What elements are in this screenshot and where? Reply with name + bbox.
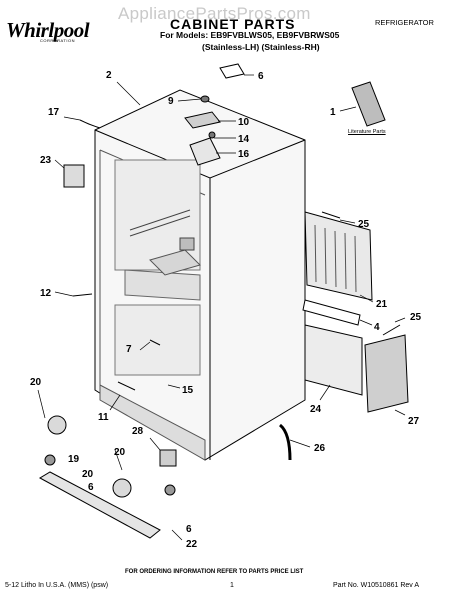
part-21-grille bbox=[314, 224, 357, 293]
watermark: AppliancePartsPros.com bbox=[118, 4, 311, 23]
freezer-opening bbox=[114, 159, 201, 271]
callout-11: 11 bbox=[98, 412, 109, 423]
brand-tagline: CORPORATION bbox=[40, 38, 75, 43]
callout-24: 26 bbox=[314, 443, 326, 454]
callout-2: 2 bbox=[106, 70, 112, 81]
part-16-bracket bbox=[189, 137, 221, 166]
callout-4: 4 bbox=[374, 322, 380, 333]
part-28-block bbox=[159, 449, 177, 467]
callout-16: 16 bbox=[238, 149, 250, 160]
leader-lines bbox=[37, 74, 406, 541]
callout-6-left: 6 bbox=[88, 482, 94, 493]
callout-12: 12 bbox=[40, 288, 52, 299]
fresh-food-opening bbox=[114, 304, 201, 376]
vent-grille bbox=[179, 237, 195, 251]
cabinet-base bbox=[99, 384, 206, 461]
callout-9: 9 bbox=[168, 96, 174, 107]
callout-15: 15 bbox=[182, 385, 194, 396]
callout-14: 14 bbox=[238, 134, 250, 145]
part-14-screw bbox=[208, 131, 216, 139]
callout-17: 17 bbox=[48, 107, 60, 118]
part-20-roller-left bbox=[47, 415, 67, 435]
callout-20-left: 20 bbox=[30, 377, 42, 388]
callout-21: 21 bbox=[376, 299, 388, 310]
part-24-handle bbox=[278, 423, 292, 461]
part-23-module bbox=[63, 164, 85, 188]
callouts: 2 6 1 9 10 14 16 17 23 25 21 12 4 25 24 … bbox=[30, 70, 422, 550]
part-4-strip bbox=[302, 299, 361, 326]
part-27-panel bbox=[364, 334, 409, 413]
part-10-hinge bbox=[184, 111, 221, 129]
part-25-screw-top bbox=[321, 211, 341, 219]
callout-19: 19 bbox=[68, 454, 80, 465]
part-26-cover bbox=[304, 324, 363, 396]
variants-line: (Stainless-LH) (Stainless-RH) bbox=[202, 42, 320, 52]
callout-25-top: 25 bbox=[358, 219, 370, 230]
callout-5: 6 bbox=[258, 71, 264, 82]
page-number: 1 bbox=[230, 582, 234, 589]
callout-27: 27 bbox=[408, 416, 420, 427]
part-25-screw-side bbox=[382, 324, 401, 336]
callout-25-side: 25 bbox=[410, 312, 422, 323]
footer-litho: 5-12 Litho In U.S.A. (MMS) (psw) bbox=[5, 582, 109, 589]
cabinet-drawing bbox=[38, 63, 409, 539]
callout-26: 24 bbox=[310, 404, 322, 415]
part-19-roller-right bbox=[112, 478, 132, 498]
part-7-clip bbox=[149, 339, 161, 346]
callout-22: 22 bbox=[186, 539, 198, 550]
part-17-wire bbox=[79, 119, 101, 129]
callout-20-mid: 20 bbox=[114, 447, 126, 458]
literature-parts-label: Literature Parts bbox=[348, 129, 386, 135]
part-6-leveler-left bbox=[44, 454, 56, 466]
callout-6-right: 6 bbox=[186, 524, 192, 535]
callout-20-low: 20 bbox=[82, 469, 94, 480]
part-22-grille bbox=[38, 471, 161, 539]
part-12-screw bbox=[72, 293, 93, 297]
divider-shelf bbox=[124, 269, 201, 301]
part-number: Part No. W10510861 Rev A bbox=[333, 582, 419, 589]
callout-1: 1 bbox=[330, 107, 336, 118]
callout-10: 10 bbox=[238, 117, 250, 128]
part-9-screw bbox=[200, 95, 210, 103]
appliance-type: REFRIGERATOR bbox=[375, 18, 434, 27]
part-5-plate bbox=[219, 63, 245, 79]
part-6-leveler-right bbox=[164, 484, 176, 496]
ordering-note: FOR ORDERING INFORMATION REFER TO PARTS … bbox=[125, 569, 304, 575]
callout-23: 23 bbox=[40, 155, 52, 166]
page-title: CABINET PARTS bbox=[170, 16, 296, 32]
part-11-screws bbox=[117, 381, 136, 391]
models-line: For Models: EB9FVBLWS05, EB9FVBRWS05 bbox=[160, 30, 340, 40]
part-1-literature bbox=[351, 81, 386, 127]
brand-logo: Whirlpool bbox=[6, 18, 90, 42]
callout-7: 7 bbox=[126, 344, 132, 355]
callout-28: 28 bbox=[132, 426, 144, 437]
